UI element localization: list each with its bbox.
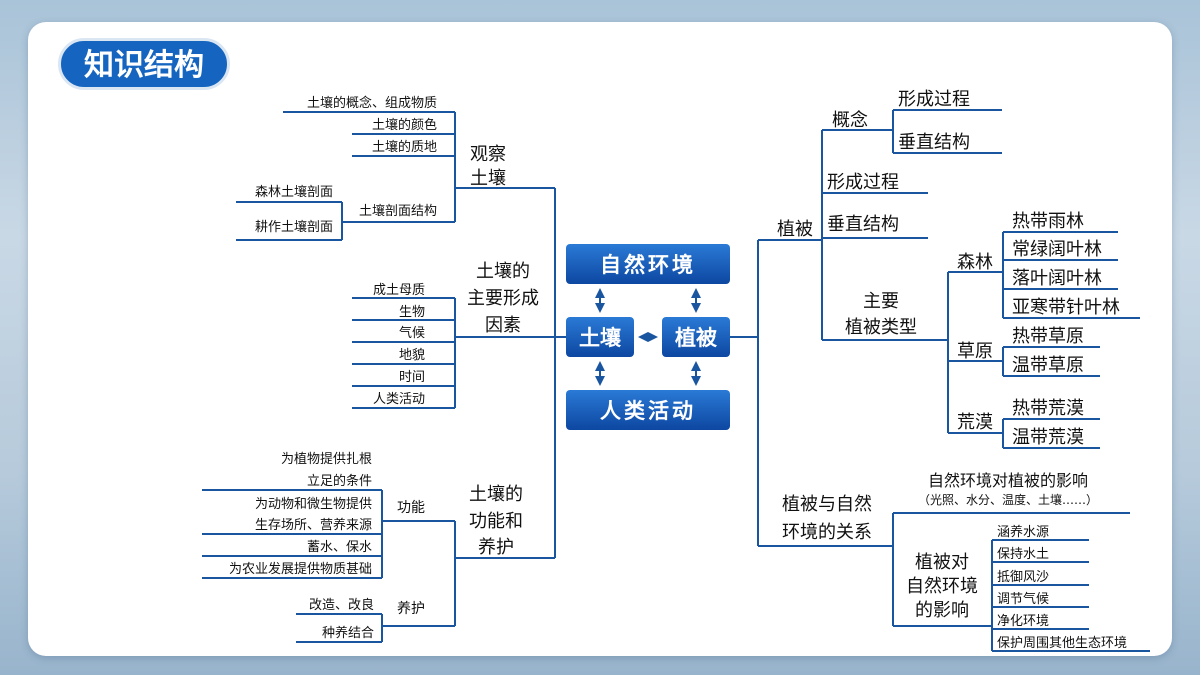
label-vegetation: 植被	[675, 326, 718, 350]
forest-label: 森林	[957, 252, 993, 273]
forest-item: 热带雨林	[1012, 211, 1084, 232]
center-node: 自然环境 土壤 植被 人类活动	[566, 244, 730, 430]
function-item: 为农业发展提供物质甚础	[229, 561, 372, 577]
desert-label: 荒漠	[957, 412, 993, 433]
veg-effect-item: 涵养水源	[997, 524, 1049, 540]
desert-item: 热带荒漠	[1012, 398, 1084, 419]
veg-effect-label-3: 的影响	[915, 600, 969, 621]
factor-item: 气候	[399, 325, 425, 341]
profile-item: 耕作土壤剖面	[255, 219, 333, 235]
grassland-label: 草原	[957, 341, 993, 362]
function-care-label-2: 功能和	[469, 511, 523, 532]
function-item: 生存场所、营养来源	[255, 517, 372, 533]
forest-item: 常绿阔叶林	[1012, 239, 1102, 260]
function-item: 为植物提供扎根	[281, 451, 372, 467]
profile-label: 土壤剖面结构	[359, 203, 437, 219]
box-vegetation	[662, 317, 730, 357]
grassland-item: 热带草原	[1012, 326, 1084, 347]
label-soil: 土壤	[579, 326, 622, 350]
observe-item: 土壤的概念、组成物质	[307, 95, 437, 111]
function-item: 为动物和微生物提供	[255, 496, 372, 512]
veg-effect-item: 保持水土	[997, 547, 1049, 562]
veg-effect-item: 抵御风沙	[997, 570, 1049, 585]
concept-label: 概念	[832, 109, 868, 131]
care-label: 养护	[397, 601, 425, 617]
forest-item: 亚寒带针叶林	[1012, 297, 1120, 318]
vegetation-branch: 植被 概念 形成过程 垂直结构 形成过程 垂直结构 主要 植被类型 森林 热带雨…	[730, 89, 1150, 652]
box-natural-environment	[566, 244, 730, 284]
veg-effect-label-2: 自然环境	[906, 576, 978, 597]
care-item: 改造、改良	[309, 597, 374, 613]
types-label-2: 植被类型	[845, 317, 917, 338]
env-effect-label: 自然环境对植被的影响	[928, 471, 1088, 490]
vegetation-label: 植被	[777, 219, 813, 240]
factor-item: 生物	[399, 305, 425, 320]
function-care-label-3: 养护	[478, 537, 514, 558]
forest-item: 落叶阔叶林	[1012, 268, 1102, 289]
function-item: 立足的条件	[307, 473, 372, 489]
relation-label-2: 环境的关系	[782, 522, 872, 543]
observe-item: 土壤的质地	[372, 139, 437, 155]
factor-item: 成土母质	[373, 283, 425, 298]
process-label: 形成过程	[827, 172, 899, 193]
factors-label-2: 主要形成	[467, 288, 539, 309]
page-title: 知识结构	[84, 48, 204, 83]
box-soil	[566, 317, 634, 357]
relation-label-1: 植被与自然	[782, 494, 872, 515]
label-natural-environment: 自然环境	[600, 253, 696, 277]
soil-branch: 观察 土壤 土壤的概念、组成物质 土壤的颜色 土壤的质地 土壤剖面结构 森林土壤…	[202, 95, 566, 643]
function-item: 蓄水、保水	[307, 540, 372, 555]
observe-label-1: 观察	[470, 144, 506, 165]
observe-label-2: 土壤	[470, 168, 506, 189]
factor-item: 时间	[399, 370, 425, 385]
factors-label-3: 因素	[485, 315, 521, 336]
vertical-label: 垂直结构	[827, 214, 899, 235]
factor-item: 地貌	[399, 348, 425, 363]
title-badge	[58, 38, 230, 90]
veg-effect-item: 保护周围其他生态环境	[997, 636, 1127, 651]
env-effect-note: （光照、水分、温度、土壤……）	[918, 492, 1098, 507]
function-label: 功能	[397, 500, 425, 516]
factors-label-1: 土壤的	[476, 261, 530, 282]
function-care-label-1: 土壤的	[469, 484, 523, 505]
box-human-activity	[566, 390, 730, 430]
desert-item: 温带荒漠	[1012, 427, 1084, 448]
observe-item: 土壤的颜色	[372, 117, 437, 133]
factor-item: 人类活动	[373, 392, 425, 407]
veg-effect-label-1: 植被对	[915, 552, 969, 573]
veg-effect-item: 净化环境	[997, 614, 1049, 629]
concept-item: 形成过程	[898, 89, 970, 110]
care-item: 种养结合	[322, 625, 374, 641]
label-human-activity: 人类活动	[600, 399, 696, 423]
grassland-item: 温带草原	[1012, 355, 1084, 376]
concept-item: 垂直结构	[898, 132, 970, 153]
types-label-1: 主要	[863, 291, 899, 312]
profile-item: 森林土壤剖面	[255, 184, 333, 200]
veg-effect-item: 调节气候	[997, 591, 1049, 607]
